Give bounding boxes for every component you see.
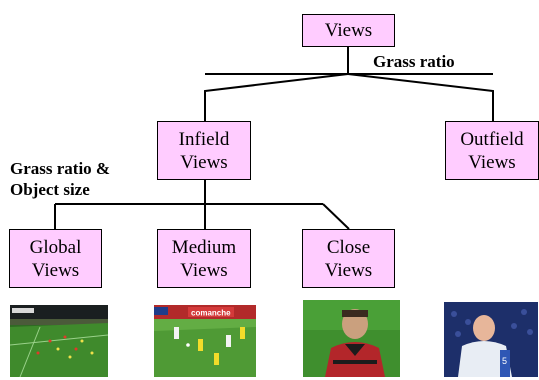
node-global-label: Global Views — [29, 236, 82, 281]
thumbnail-close-view — [303, 300, 400, 377]
node-global-views: Global Views — [9, 229, 102, 288]
node-medium-label: Medium Views — [171, 236, 237, 281]
jersey-number: 5 — [502, 356, 507, 366]
node-medium-views: Medium Views — [157, 229, 251, 288]
node-outfield-views: Outfield Views — [445, 121, 539, 180]
thumbnail-global-view — [10, 305, 108, 377]
node-views: Views — [302, 14, 395, 47]
thumbnail-outfield-view: 5 — [444, 302, 538, 377]
edge-label-grass-ratio: Grass ratio — [373, 52, 455, 71]
node-infield-views: Infield Views — [157, 121, 251, 180]
node-infield-label: Infield Views — [178, 128, 230, 173]
node-views-label: Views — [324, 20, 373, 41]
node-outfield-label: Outfield Views — [460, 128, 524, 173]
edge-label-grass-ratio-object-size: Grass ratio & Object size — [10, 159, 111, 199]
edge-to-infield — [204, 73, 349, 121]
node-close-label: Close Views — [324, 236, 373, 281]
edge-to-outfield — [347, 73, 494, 121]
node-close-views: Close Views — [302, 229, 395, 288]
edge-to-close — [322, 203, 350, 230]
thumbnail-banner-text: comanche — [191, 309, 231, 318]
thumbnail-medium-view: comanche — [154, 305, 256, 377]
